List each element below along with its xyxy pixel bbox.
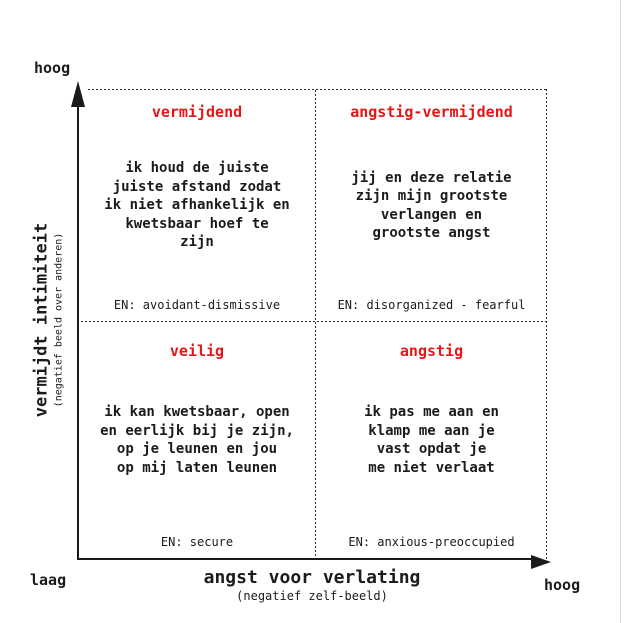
- x-axis-subtitle: (negatief zelf-beeld): [236, 589, 388, 603]
- x-axis-title: angst voor verlating: [203, 567, 421, 588]
- quadrant-title: angstig: [399, 342, 464, 360]
- x-axis-line: [77, 558, 533, 560]
- box-right-border: [546, 89, 547, 559]
- y-axis-low-label: laag: [30, 571, 67, 589]
- y-axis-high-label: hoog: [34, 59, 71, 77]
- y-axis-title: vermijdt intimiteit: [31, 222, 52, 418]
- arrow-up-icon: [71, 81, 85, 107]
- quadrant-body-text: ik pas me aan en klamp me aan je vast op…: [364, 404, 499, 476]
- y-axis-line: [77, 95, 79, 559]
- quadrant-en-label: EN: disorganized - fearful: [337, 298, 526, 312]
- quadrant-angstig-vermijdend: angstig-vermijdend jij en deze relatie z…: [317, 90, 546, 321]
- quadrant-vermijdend: vermijdend ik houd de juiste juiste afst…: [79, 90, 315, 321]
- quadrant-title: angstig-vermijdend: [350, 103, 513, 121]
- quadrant-vertical-divider: [315, 90, 316, 558]
- quadrant-horizontal-divider: [77, 321, 546, 322]
- quadrant-veilig: veilig ik kan kwetsbaar, open en eerlijk…: [79, 322, 315, 558]
- quadrant-title: veilig: [169, 342, 225, 360]
- y-axis-subtitle: (negatief beeld over anderen): [53, 232, 65, 408]
- x-axis-title-group: angst voor verlating (negatief zelf-beel…: [204, 567, 421, 603]
- quadrant-title: vermijdend: [151, 103, 243, 121]
- quadrant-en-label: EN: avoidant-dismissive: [113, 298, 281, 312]
- page-right-edge: [620, 0, 621, 623]
- quadrant-en-label: EN: secure: [160, 535, 234, 549]
- quadrant-body-text: jij en deze relatie zijn mijn grootste v…: [351, 169, 512, 242]
- quadrant-angstig: angstig ik pas me aan en klamp me aan je…: [317, 322, 546, 558]
- box-top-border: [88, 89, 546, 90]
- y-axis-title-group: vermijdt intimiteit (negatief beeld over…: [31, 223, 66, 417]
- quadrant-en-label: EN: anxious-preoccupied: [348, 535, 515, 549]
- quadrant-body-text: ik kan kwetsbaar, open en eerlijk bij je…: [100, 404, 294, 476]
- quadrant-body-text: ik houd de juiste juiste afstand zodat i…: [104, 160, 290, 251]
- x-axis-high-label: hoog: [544, 576, 581, 594]
